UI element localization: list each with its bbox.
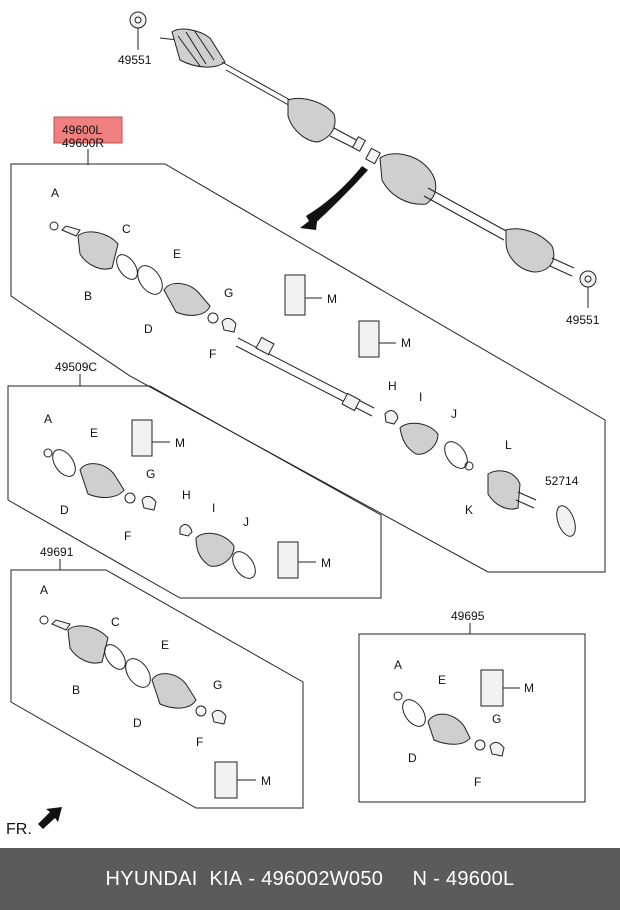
kit-49509c-f: F <box>124 529 131 543</box>
kit-49691-label: 49691 <box>40 545 74 559</box>
kit-49695-frame <box>358 633 586 803</box>
kit-49695-a: A <box>394 658 402 672</box>
exploded-diagram: 49551 49551 49600L 49600R A B C D E F G … <box>6 11 606 838</box>
kit-49695-d: D <box>408 751 417 765</box>
main-label-m2: M <box>401 336 411 350</box>
kit-49691-d: D <box>133 716 142 730</box>
kit-49691-e: E <box>161 638 169 652</box>
kit-49691-c: C <box>111 615 120 629</box>
kit-49509c-a: A <box>44 412 52 426</box>
main-label-i: I <box>419 390 422 404</box>
kit-49509c-d: D <box>60 503 69 517</box>
kit-49695-e: E <box>438 673 446 687</box>
main-kit-parts <box>49 221 576 537</box>
kit-49509c-parts <box>43 419 316 579</box>
main-assy-r-label: 49600R <box>62 136 104 150</box>
kit-49695-label: 49695 <box>451 609 485 623</box>
kit-49695-parts <box>393 669 520 757</box>
kit-49509c-m1: M <box>175 436 185 450</box>
main-kit-frame <box>10 163 606 573</box>
main-label-h: H <box>388 379 397 393</box>
kit-49691-g: G <box>213 678 222 692</box>
kit-49509c-e: E <box>90 426 98 440</box>
main-label-k: K <box>465 503 473 517</box>
main-assy-l-label: 49600L <box>62 123 102 137</box>
kit-49695-g: G <box>492 712 501 726</box>
kit-49691-parts <box>39 615 256 799</box>
kit-49691-frame <box>10 569 304 809</box>
kit-49509c-m2: M <box>321 556 331 570</box>
main-label-m1: M <box>327 292 337 306</box>
right-nut-label: 49551 <box>566 313 600 327</box>
kit-49509c-i: I <box>212 501 215 515</box>
kit-49695-m: M <box>524 681 534 695</box>
footer-part-number: 496002W050 <box>261 867 384 890</box>
kit-49691-b: B <box>72 683 80 697</box>
kit-49695-f: F <box>474 775 481 789</box>
kit-49691-f: F <box>196 735 203 749</box>
main-label-b: B <box>84 289 92 303</box>
kit-49509c-j: J <box>243 515 249 529</box>
main-label-a: A <box>51 186 59 200</box>
main-label-e: E <box>173 247 181 261</box>
main-label-j: J <box>451 407 457 421</box>
main-label-l: L <box>505 438 512 452</box>
main-label-c: C <box>122 222 131 236</box>
footer-brand: HYUNDAI KIA <box>105 867 243 890</box>
part-number-highlight <box>53 116 123 144</box>
main-label-d: D <box>144 322 153 336</box>
front-marker-label: FR. <box>6 821 32 838</box>
kit-49509c-h: H <box>182 488 191 502</box>
front-arrow-icon <box>38 807 62 829</box>
main-label-f: F <box>209 347 216 361</box>
main-label-g: G <box>224 286 233 300</box>
ring-52714-label: 52714 <box>545 474 579 488</box>
kit-49509c-frame <box>7 385 382 599</box>
complete-driveshaft <box>129 11 597 308</box>
kit-49509c-label: 49509C <box>55 360 97 374</box>
kit-49691-a: A <box>40 583 48 597</box>
kit-49509c-g: G <box>146 467 155 481</box>
part-footer: HYUNDAI KIA - 496002W050 N - 49600L <box>0 848 620 910</box>
footer-ref: N - 49600L <box>412 867 515 890</box>
kit-49691-m: M <box>261 774 271 788</box>
top-nut-label: 49551 <box>118 53 152 67</box>
